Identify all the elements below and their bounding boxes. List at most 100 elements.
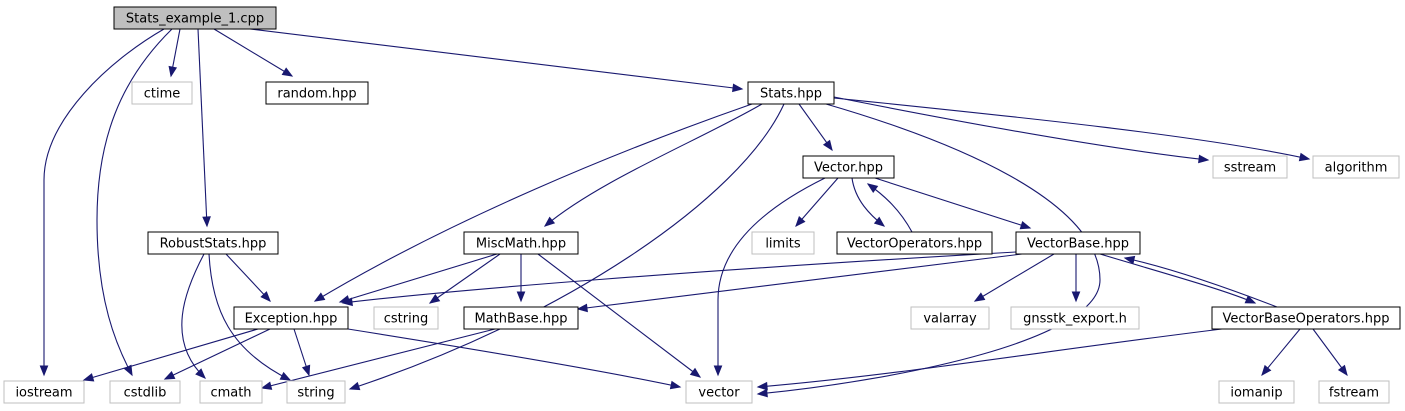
edge-vectorbase-to-vectorbaseoperators: [1099, 253, 1257, 304]
node-miscmath[interactable]: MiscMath.hpp: [463, 231, 579, 255]
node-label: MiscMath.hpp: [476, 237, 566, 252]
arrowhead-icon: [1298, 152, 1311, 162]
node-box: [1218, 380, 1295, 404]
arrowhead-icon: [689, 367, 702, 378]
edge-stats_example-to-random: [213, 28, 294, 77]
node-box: [685, 380, 753, 404]
arrowhead-icon: [973, 292, 986, 302]
edge-line: [249, 28, 743, 90]
arrowhead-icon: [1244, 295, 1257, 304]
node-box: [265, 81, 369, 105]
node-box: [910, 306, 990, 330]
arrowhead-icon: [348, 381, 361, 391]
arrowhead-icon: [756, 381, 768, 391]
node-box: [113, 6, 277, 30]
edge-robuststats-to-string: [208, 253, 292, 381]
node-label: MathBase.hpp: [474, 312, 567, 327]
node-cmath: cmath: [199, 380, 263, 404]
node-label: string: [297, 386, 334, 401]
node-limits: limits: [751, 231, 815, 255]
arrowhead-icon: [163, 370, 176, 380]
node-box: [3, 380, 85, 404]
edge-line: [1099, 253, 1256, 304]
edge-line: [225, 253, 271, 302]
node-label: Exception.hpp: [245, 312, 338, 327]
edge-vectorbaseoperators-to-vectorbase: [1123, 255, 1278, 308]
edge-line: [1312, 328, 1348, 376]
edge-vector_hpp-to-vectorbase: [874, 177, 1032, 230]
edge-line: [429, 253, 501, 304]
edge-line: [1124, 257, 1278, 308]
node-vector: vector: [685, 380, 753, 404]
node-label: Stats_example_1.cpp: [126, 12, 264, 27]
node-label: gnsstk_export.h: [1023, 312, 1127, 327]
edge-line: [757, 328, 1223, 388]
edge-stats-to-vector: [756, 103, 1101, 398]
edge-stats-to-algorithm: [833, 97, 1311, 162]
node-label: Vector.hpp: [814, 161, 883, 176]
node-vectoroperators[interactable]: VectorOperators.hpp: [836, 231, 993, 255]
node-sstream: sstream: [1212, 155, 1288, 179]
node-vectorbase[interactable]: VectorBase.hpp: [1015, 231, 1141, 255]
arrowhead-icon: [732, 83, 744, 93]
edge-stats_example-to-ctime: [168, 28, 181, 78]
edge-vectorbaseoperators-to-vector: [756, 328, 1223, 391]
node-box: [836, 231, 993, 255]
node-stats[interactable]: Stats.hpp: [747, 81, 835, 105]
edge-vector_hpp-to-vectoroperators: [851, 177, 886, 227]
arrowhead-icon: [1261, 364, 1272, 377]
node-cstring: cstring: [373, 306, 439, 330]
arrowhead-icon: [1019, 220, 1032, 230]
edge-vectorbase-to-gnsstk_export: [1071, 254, 1081, 303]
node-box: [1211, 306, 1401, 330]
arrowhead-icon: [260, 381, 273, 390]
edge-line: [795, 177, 839, 227]
node-box: [233, 306, 349, 330]
node-label: ctime: [144, 87, 181, 102]
node-iomanip: iomanip: [1218, 380, 1295, 404]
node-label: cmath: [210, 386, 251, 401]
edge-miscmath-to-cstring: [428, 253, 501, 304]
edge-exception-to-vector: [347, 328, 682, 390]
node-robuststats[interactable]: RobustStats.hpp: [147, 231, 279, 255]
edge-line: [208, 253, 291, 381]
edge-line: [261, 328, 496, 389]
node-vectorbaseoperators[interactable]: VectorBaseOperators.hpp: [1211, 306, 1401, 330]
edge-line: [1261, 328, 1301, 376]
node-iostream: iostream: [3, 380, 85, 404]
arrowhead-icon: [669, 380, 682, 390]
node-box: [1212, 155, 1288, 179]
node-exception[interactable]: Exception.hpp: [233, 306, 349, 330]
arrowhead-icon: [202, 216, 211, 228]
edge-line: [537, 253, 701, 378]
edge-vectorbase-to-exception: [341, 251, 1017, 307]
edge-vectorbase-to-mathbase: [576, 253, 1023, 313]
edge-line: [197, 28, 208, 227]
node-label: Stats.hpp: [760, 87, 822, 102]
node-mathbase[interactable]: MathBase.hpp: [463, 306, 579, 330]
edge-stats-to-string: [348, 103, 785, 391]
node-label: VectorOperators.hpp: [847, 237, 982, 252]
node-label: vector: [698, 386, 740, 401]
arrowhead-icon: [301, 364, 311, 377]
edge-line: [974, 253, 1055, 302]
node-vector-hpp[interactable]: Vector.hpp: [802, 155, 895, 179]
node-random[interactable]: random.hpp: [265, 81, 369, 105]
arrowhead-icon: [795, 215, 806, 228]
arrowhead-icon: [168, 65, 178, 78]
node-fstream: fstream: [1318, 380, 1390, 404]
edge-line: [349, 103, 785, 390]
node-label: fstream: [1329, 386, 1379, 401]
arrowhead-icon: [428, 293, 441, 304]
edge-line: [342, 251, 1017, 304]
edge-exception-to-cstdlib: [163, 328, 271, 380]
node-label: sstream: [1224, 161, 1276, 176]
arrowhead-icon: [1071, 291, 1081, 303]
node-stats-example[interactable]: Stats_example_1.cpp: [113, 6, 277, 30]
edge-vectorbaseoperators-to-fstream: [1312, 328, 1348, 377]
node-box: [751, 231, 815, 255]
edge-vectorbaseoperators-to-iomanip: [1261, 328, 1301, 377]
edge-vector_hpp-to-limits: [795, 177, 839, 228]
node-label: iomanip: [1230, 386, 1282, 401]
